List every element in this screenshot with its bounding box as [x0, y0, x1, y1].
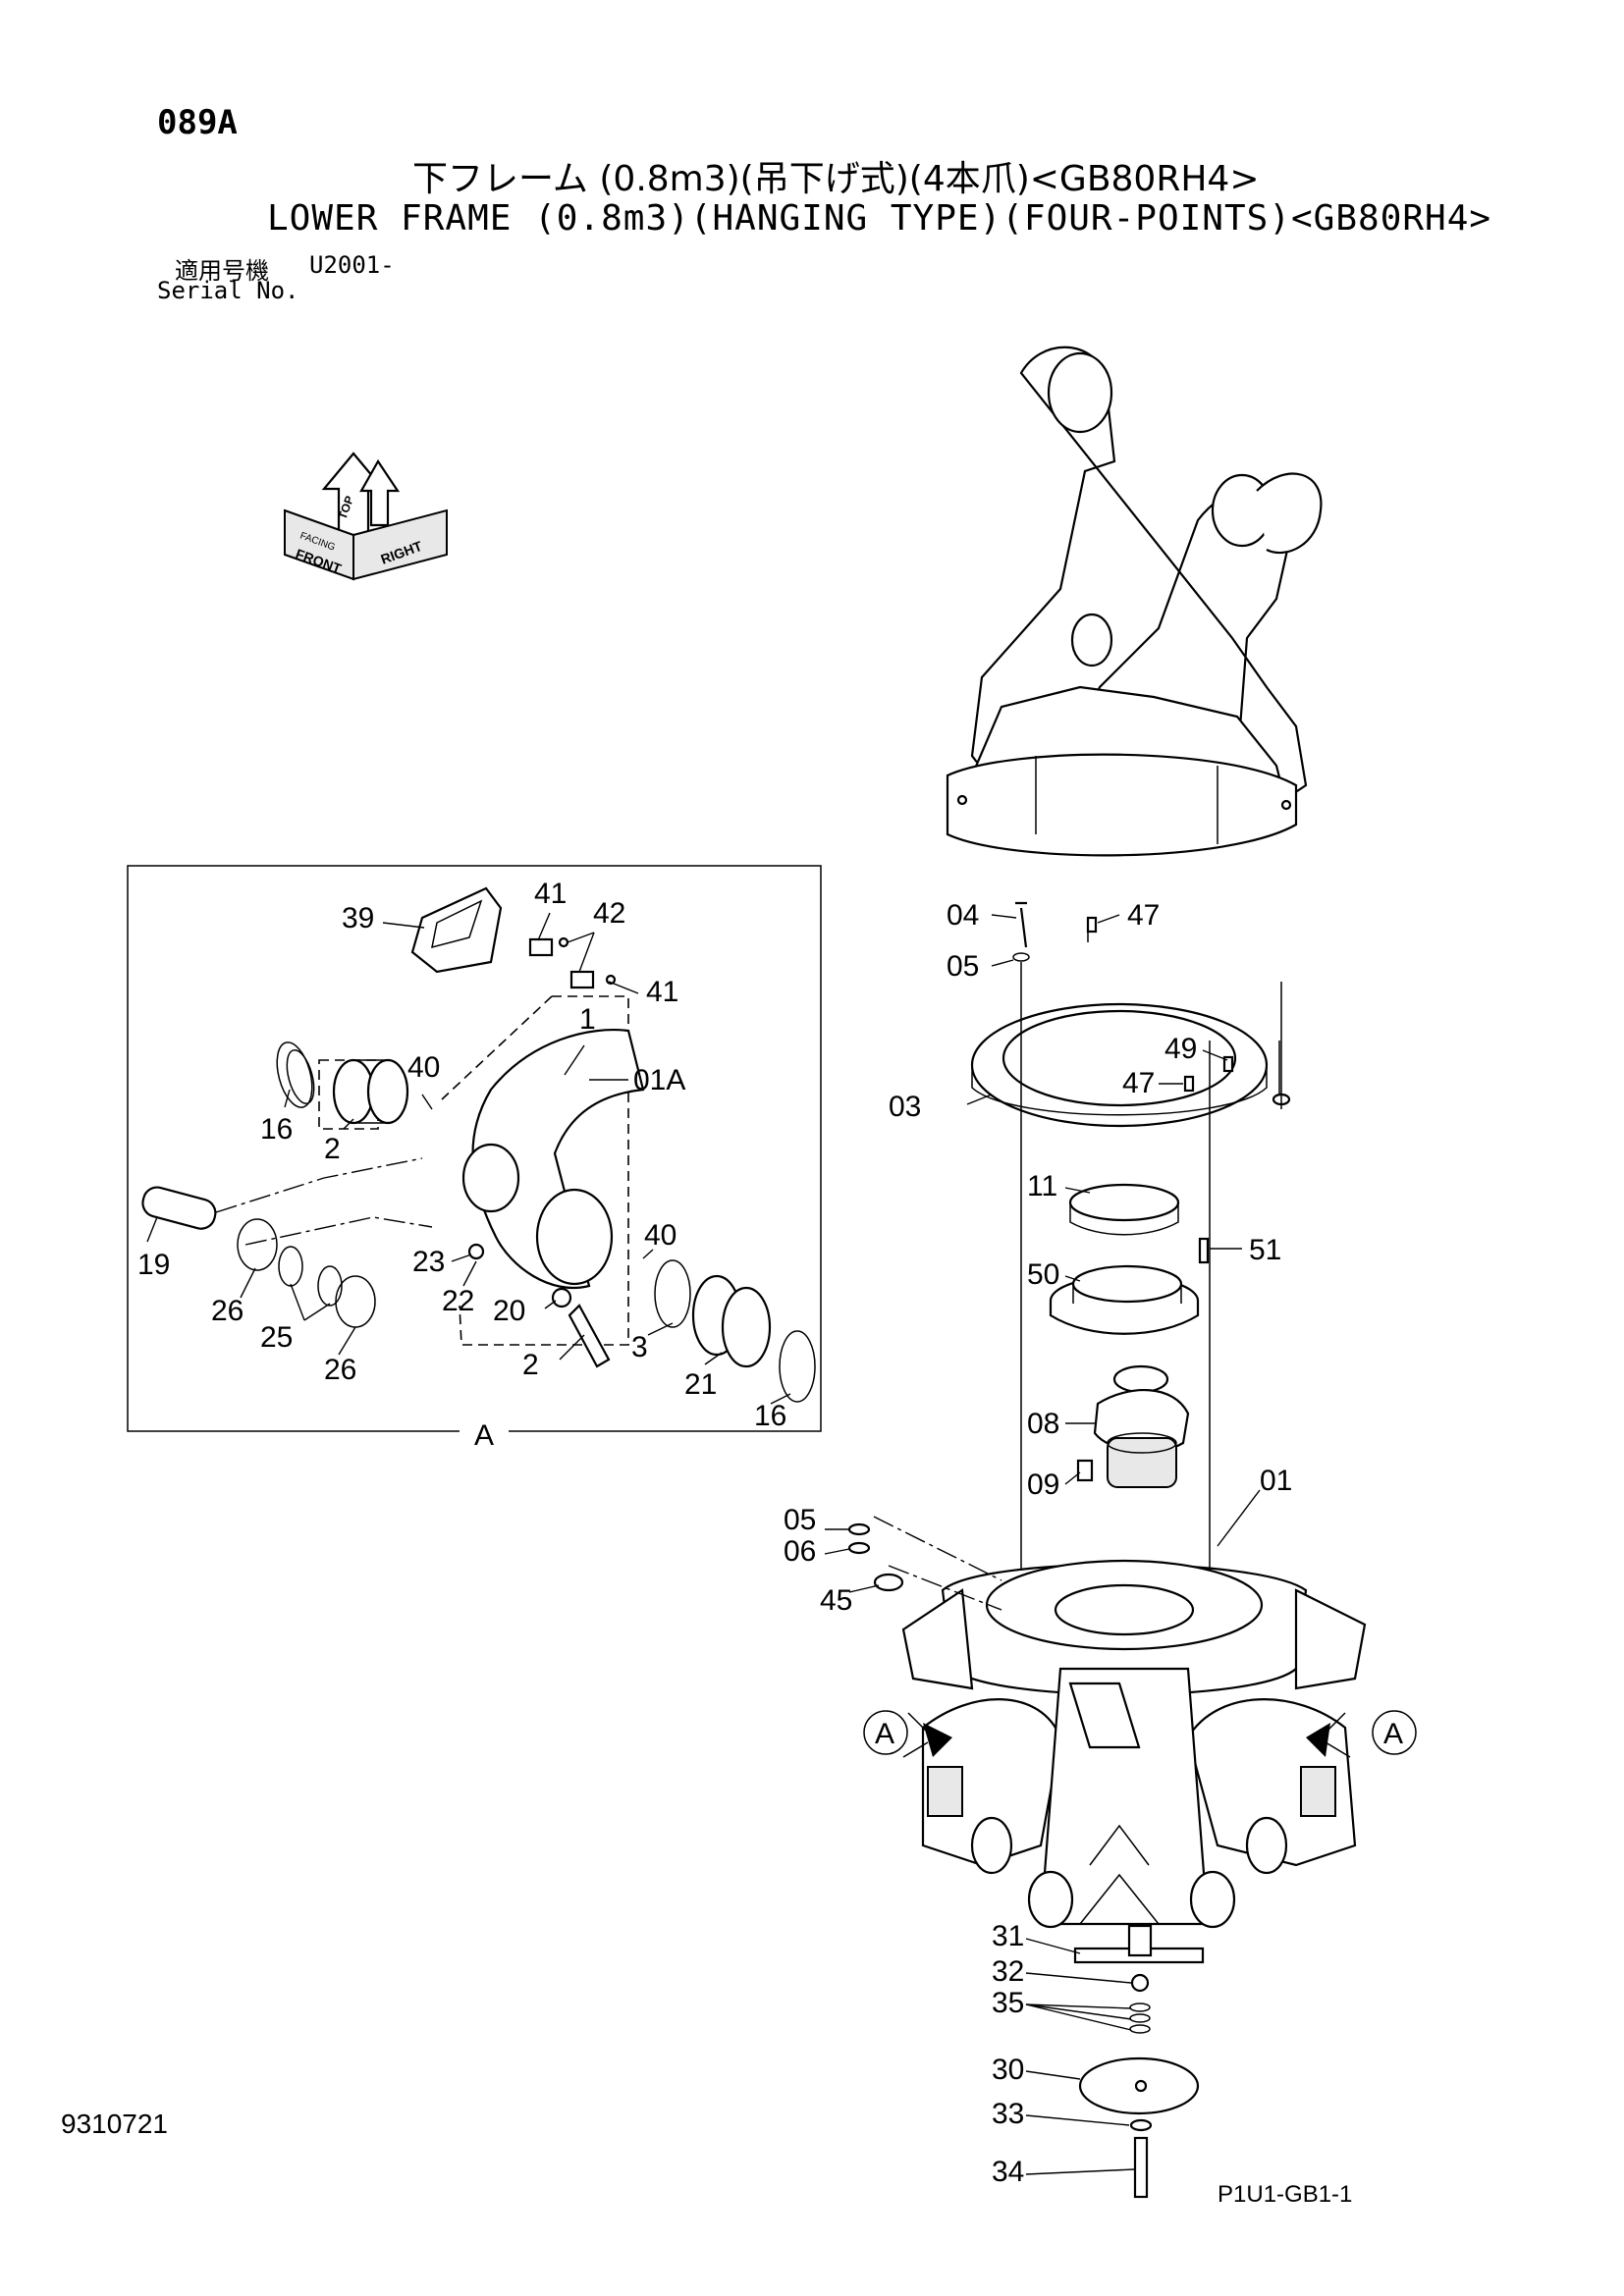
callout-11: 11 — [1027, 1170, 1057, 1202]
view-marker-right-label: A — [1383, 1718, 1403, 1750]
callout-23: 23 — [412, 1246, 445, 1278]
title-english: LOWER FRAME (0.8m3)(HANGING TYPE)(FOUR-P… — [267, 198, 1492, 239]
main-callouts: 04 47 05 49 47 03 11 51 50 08 09 01 05 0… — [784, 899, 1292, 2188]
alignment-lines — [1020, 923, 1282, 1571]
callout-16-left: 16 — [260, 1113, 293, 1146]
callout-33: 33 — [992, 2098, 1024, 2130]
callout-39: 39 — [342, 902, 374, 934]
callout-40-upper: 40 — [407, 1051, 440, 1084]
callout-04: 04 — [947, 899, 979, 932]
view-marker-right: A — [1372, 1710, 1417, 1755]
page-code-label: 089A — [157, 103, 238, 142]
callout-35: 35 — [992, 1987, 1024, 2019]
serial-label-japanese: 適用号機 — [175, 257, 269, 285]
callout-01a: 01A — [633, 1064, 685, 1096]
callout-45: 45 — [820, 1584, 852, 1617]
callout-08: 08 — [1027, 1408, 1059, 1440]
callout-06: 06 — [784, 1535, 816, 1568]
callout-30: 30 — [992, 2054, 1024, 2086]
callout-1: 1 — [579, 1003, 596, 1036]
callout-21: 2 — [522, 1349, 539, 1381]
serial-number-value: U2001- — [309, 251, 395, 279]
callout-31: 31 — [992, 1920, 1024, 1952]
callout-22: 22 — [442, 1285, 474, 1317]
callout-19: 19 — [137, 1249, 170, 1281]
callout-2-right: 21 — [684, 1368, 717, 1401]
callout-25: 25 — [260, 1321, 293, 1354]
callout-47-lower: 47 — [1122, 1067, 1155, 1099]
detail-a-frame: A — [127, 865, 822, 1452]
callout-50: 50 — [1027, 1258, 1059, 1291]
callout-32: 32 — [992, 1955, 1024, 1988]
callout-42: 42 — [593, 897, 625, 930]
callout-26-right: 26 — [324, 1354, 356, 1386]
main-assembly-parts — [847, 346, 1367, 2199]
callout-05-upper: 05 — [947, 950, 979, 983]
callout-16-right: 16 — [754, 1400, 786, 1432]
callout-26-left: 26 — [211, 1295, 244, 1327]
view-a-arrows — [902, 1712, 1351, 1758]
callout-41-lower: 41 — [646, 976, 678, 1008]
callout-51: 51 — [1249, 1234, 1281, 1266]
detail-a-callouts: 39 41 42 41 1 40 01A 16 2 19 40 23 22 20… — [137, 878, 786, 1432]
document-number: 9310721 — [61, 2109, 169, 2139]
callout-05-lower: 05 — [784, 1504, 816, 1536]
view-marker-left-label: A — [875, 1718, 894, 1750]
serial-label-english: Serial No. — [157, 277, 299, 304]
callout-leader-lines — [146, 912, 1261, 2175]
callout-34: 34 — [992, 2156, 1024, 2188]
title-japanese: 下フレーム (0.8m3)(吊下げ式)(4本爪)<GB80RH4> — [412, 159, 1260, 199]
callout-20: 20 — [493, 1295, 525, 1327]
detail-a-label: A — [474, 1419, 494, 1452]
detail-a-parts — [141, 886, 816, 1403]
callout-40-lower: 40 — [644, 1219, 677, 1252]
callout-09: 09 — [1027, 1468, 1059, 1501]
callout-49: 49 — [1164, 1033, 1197, 1065]
callout-47-upper: 47 — [1127, 899, 1160, 932]
callout-3: 3 — [631, 1331, 648, 1363]
callout-03: 03 — [889, 1091, 921, 1123]
callout-2-left: 2 — [324, 1133, 341, 1165]
page-reference-code: P1U1-GB1-1 — [1218, 2181, 1353, 2208]
callout-01: 01 — [1260, 1465, 1292, 1497]
view-marker-left: A — [863, 1710, 908, 1755]
orientation-compass-icon: FRONT RIGHT TOP FACING — [284, 452, 448, 581]
callout-41-upper: 41 — [534, 878, 567, 910]
